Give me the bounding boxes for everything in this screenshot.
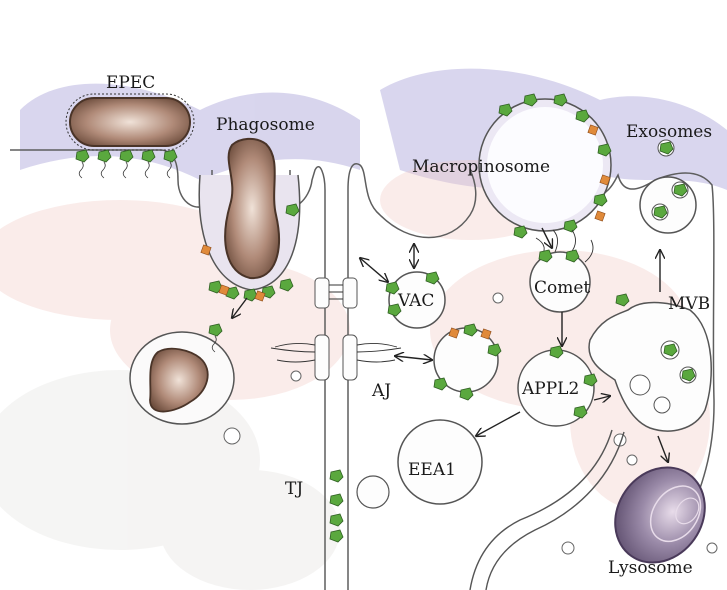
label-appl2: APPL2 (522, 381, 579, 398)
label-phagosome: Phagosome (216, 117, 315, 134)
label-exosomes: Exosomes (626, 124, 712, 141)
label-aj: AJ (372, 383, 391, 400)
label-vac: VAC (398, 293, 434, 310)
label-eea1: EEA1 (408, 462, 456, 479)
label-macropinosome: Macropinosome (412, 159, 550, 176)
label-tj: TJ (285, 481, 303, 498)
label-epec: EPEC (106, 75, 155, 92)
label-comet: Comet (534, 280, 590, 297)
comet-vesicle (530, 230, 593, 312)
label-lysosome: Lysosome (608, 560, 693, 577)
label-mvb: MVB (668, 296, 710, 313)
